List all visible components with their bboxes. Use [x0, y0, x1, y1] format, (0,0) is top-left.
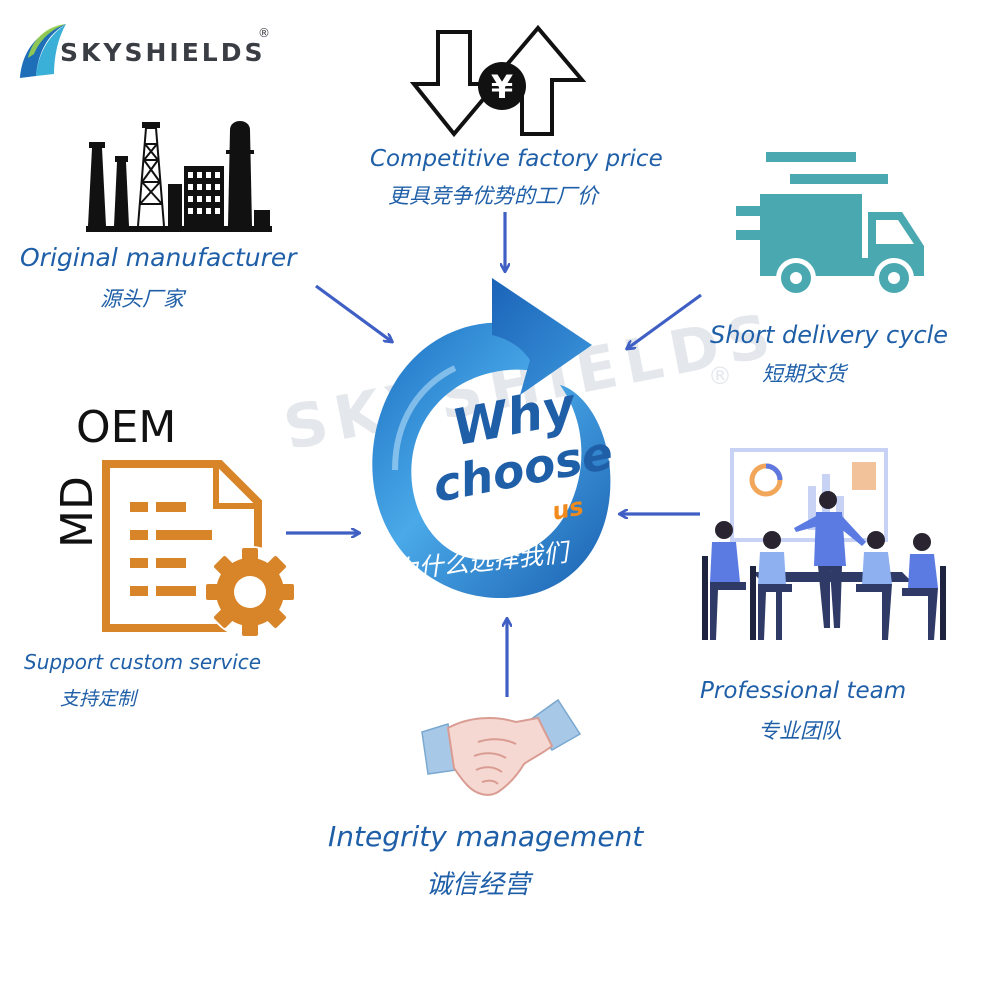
- watermark-registered-mark: ®: [708, 362, 732, 390]
- feature-team-en: Professional team: [700, 678, 907, 704]
- logo-swoosh-icon: [20, 24, 66, 78]
- svg-text:¥: ¥: [491, 68, 513, 106]
- md-label: MD: [52, 476, 103, 548]
- delivery-truck-icon: [736, 152, 924, 298]
- arrow-from-delivery: [628, 293, 702, 348]
- feature-team-zh: 专业团队: [758, 719, 842, 743]
- feature-delivery-en: Short delivery cycle: [710, 321, 949, 349]
- feature-delivery-zh: 短期交货: [762, 362, 846, 386]
- logo-text: SKYSHIELDS: [60, 38, 266, 67]
- arrow-from-manufacturer: [315, 284, 391, 341]
- oem-label: OEM: [76, 402, 177, 453]
- feature-manufacturer-en: Original manufacturer: [20, 243, 297, 272]
- feature-price-zh: 更具竞争优势的工厂价: [388, 184, 598, 208]
- factory-icon: [86, 121, 272, 232]
- document-gear-icon: [102, 460, 296, 638]
- feature-integrity-en: Integrity management: [328, 820, 644, 853]
- feature-price-en: Competitive factory price: [370, 146, 663, 172]
- feature-manufacturer-zh: 源头厂家: [100, 287, 184, 311]
- yen-exchange-icon: ¥: [410, 24, 587, 138]
- feature-custom-en: Support custom service: [24, 650, 262, 674]
- team-meeting-icon: [702, 448, 946, 640]
- feature-integrity-zh: 诚信经营: [426, 870, 531, 900]
- feature-custom-zh: 支持定制: [60, 688, 137, 710]
- logo-registered-mark: ®: [258, 26, 270, 40]
- handshake-icon: [421, 698, 582, 796]
- circular-arrow-icon: [372, 278, 611, 599]
